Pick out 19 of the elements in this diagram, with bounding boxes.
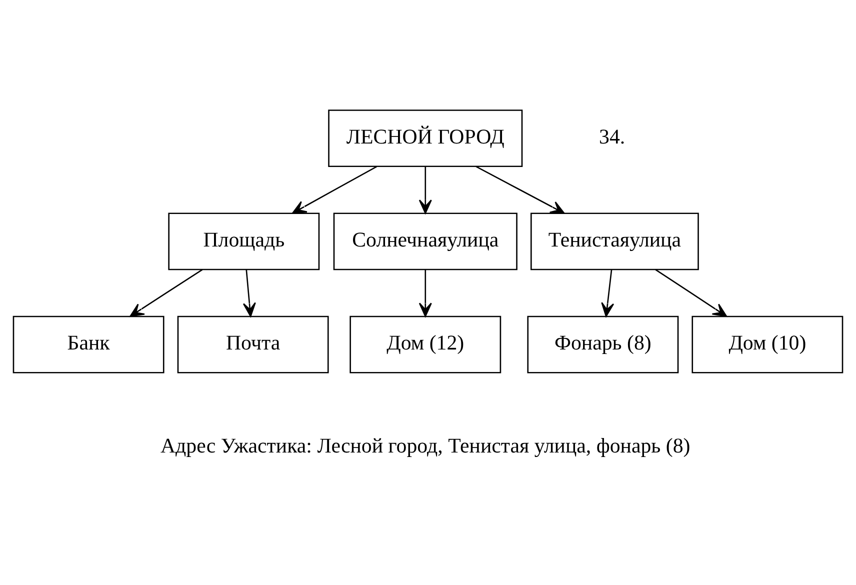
node-box: ЛЕСНОЙ ГОРОД [328,109,523,167]
node-box: Тенистаяулица [530,212,699,270]
arrow [655,268,728,316]
node-box: Дом (12) [350,315,502,373]
node-box: Солнечнаяулица [333,212,518,270]
node-box: Площадь [168,212,320,270]
arrow [292,165,378,214]
arrow [418,166,432,214]
node-box: Фонарь (8) [527,315,679,373]
arrow [242,269,256,316]
node-box: Банк [12,315,164,373]
arrow [130,268,203,316]
label: 34. [599,124,626,148]
arrow [601,269,614,316]
label: Адрес Ужастика: Лесной город, Тенистая улица, фонарь (8) [160,433,690,458]
arrow [476,165,565,214]
arrow [418,269,432,316]
node-box: Дом (10) [692,315,844,373]
node-box: Почта [177,315,329,373]
